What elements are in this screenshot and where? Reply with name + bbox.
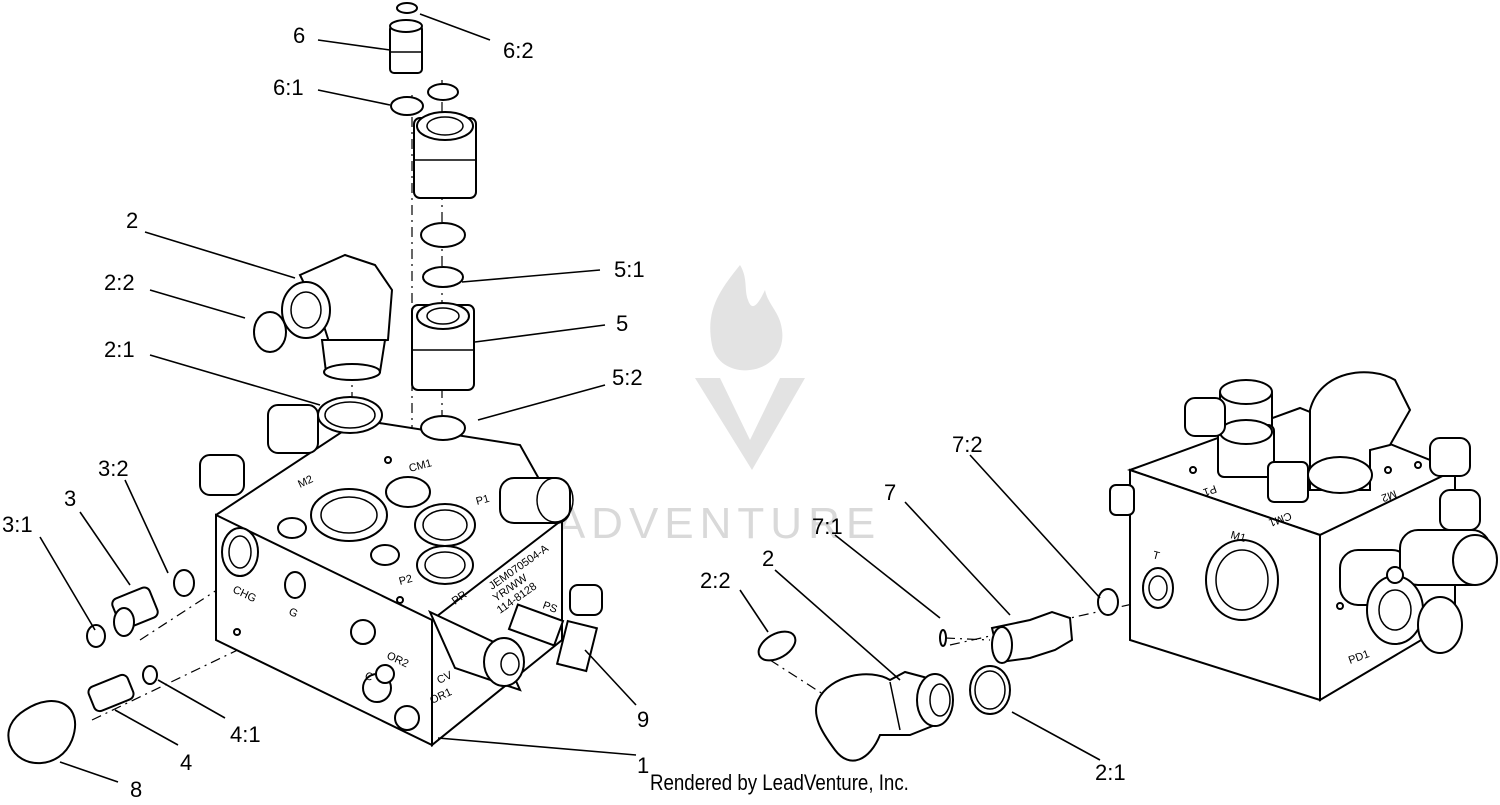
callout-right-2-2: 2:2 <box>700 568 731 593</box>
callout-right-7-1: 7:1 <box>812 514 843 539</box>
callout-4: 4 <box>180 750 192 775</box>
watermark-flame-icon <box>710 265 783 371</box>
callout-leader-lines <box>39 13 1101 783</box>
callout-5-1: 5:1 <box>614 257 645 282</box>
callout-3-2: 3:2 <box>98 456 129 481</box>
callout-6-2: 6:2 <box>503 38 534 63</box>
callout-4-1: 4:1 <box>230 722 261 747</box>
callout-6: 6 <box>293 23 305 48</box>
render-credit: Rendered by LeadVenture, Inc. <box>650 770 909 795</box>
callout-5-2: 5:2 <box>612 365 643 390</box>
stamp-p2: P2 <box>398 573 414 588</box>
callout-2: 2 <box>126 208 138 233</box>
callout-2-1: 2:1 <box>104 337 135 362</box>
callout-right-7-2: 7:2 <box>952 432 983 457</box>
stamp-p1: P1 <box>475 493 491 508</box>
callout-5: 5 <box>616 311 628 336</box>
stamp-right-m2: M2 <box>1380 487 1398 504</box>
callout-right-7: 7 <box>884 480 896 505</box>
stamp-m2: M2 <box>296 473 315 490</box>
stamp-right-p1: P1 <box>1201 482 1218 498</box>
callout-6-1: 6:1 <box>273 75 304 100</box>
stamp-ps: PS <box>541 600 559 616</box>
callout-9: 9 <box>637 707 649 732</box>
right-block-stamps: M1 T PD1 P1 CM1 M2 <box>1151 482 1398 667</box>
left-elbow-fitting <box>253 253 394 434</box>
stamp-right-m1: M1 <box>1229 529 1247 545</box>
right-manifold-block <box>1109 371 1498 702</box>
watermark-chevron-icon <box>695 378 805 470</box>
left-side-fittings <box>7 569 195 765</box>
callout-right-2: 2 <box>762 546 774 571</box>
callout-8: 8 <box>130 777 142 802</box>
left-manifold-block <box>199 404 603 748</box>
callout-labels: 6 6:2 6:1 2 2:2 2:1 5:1 5 5:2 3:2 3 3:1 … <box>2 23 1126 802</box>
callout-right-2-1: 2:1 <box>1095 760 1126 785</box>
right-elbow-and-fittings <box>757 588 1119 762</box>
callout-3: 3 <box>64 486 76 511</box>
callout-1: 1 <box>637 753 649 778</box>
callout-2-2: 2:2 <box>104 270 135 295</box>
stamp-right-t: T <box>1151 549 1161 562</box>
stamp-cm1: CM1 <box>408 457 434 475</box>
left-fitting-stack <box>389 2 477 441</box>
callout-3-1: 3:1 <box>2 512 33 537</box>
